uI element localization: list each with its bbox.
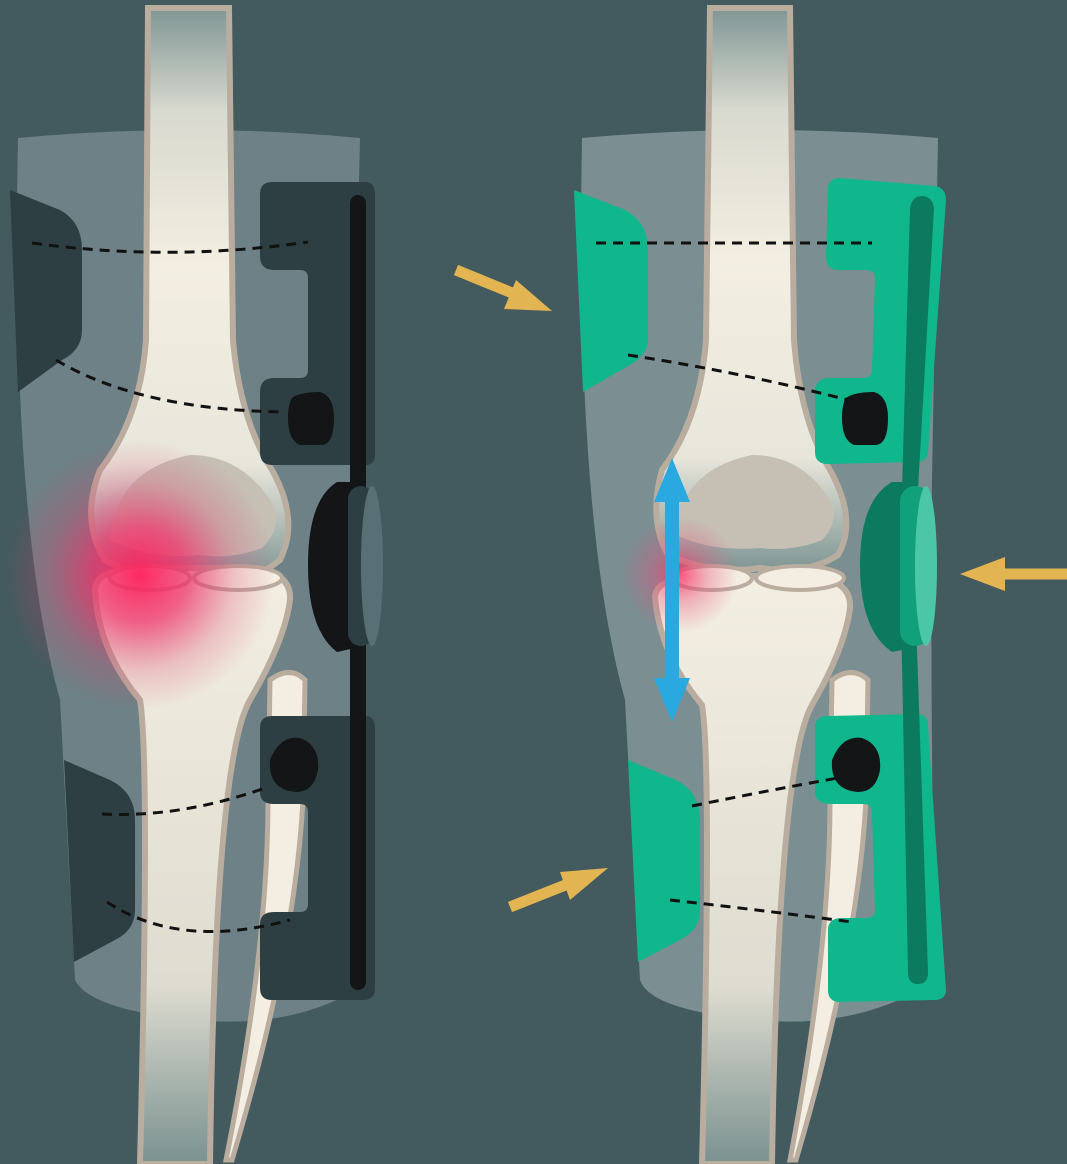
shin-pad-active bbox=[628, 760, 700, 962]
force-arrow-icon bbox=[456, 270, 552, 311]
pain-glow-icon bbox=[622, 517, 738, 633]
panel-with-brace bbox=[574, 8, 946, 1164]
panel-without-brace bbox=[5, 8, 383, 1164]
shin-pad-inactive bbox=[64, 760, 135, 962]
hinge-inactive bbox=[308, 482, 383, 652]
upper-rivet bbox=[842, 392, 888, 445]
hinge-active bbox=[860, 482, 937, 652]
force-arrow-icon bbox=[960, 557, 1067, 591]
upper-rivet bbox=[288, 392, 334, 445]
pain-glow-icon bbox=[5, 440, 275, 710]
meniscus-right bbox=[756, 566, 844, 590]
force-arrow-icon bbox=[510, 868, 608, 907]
